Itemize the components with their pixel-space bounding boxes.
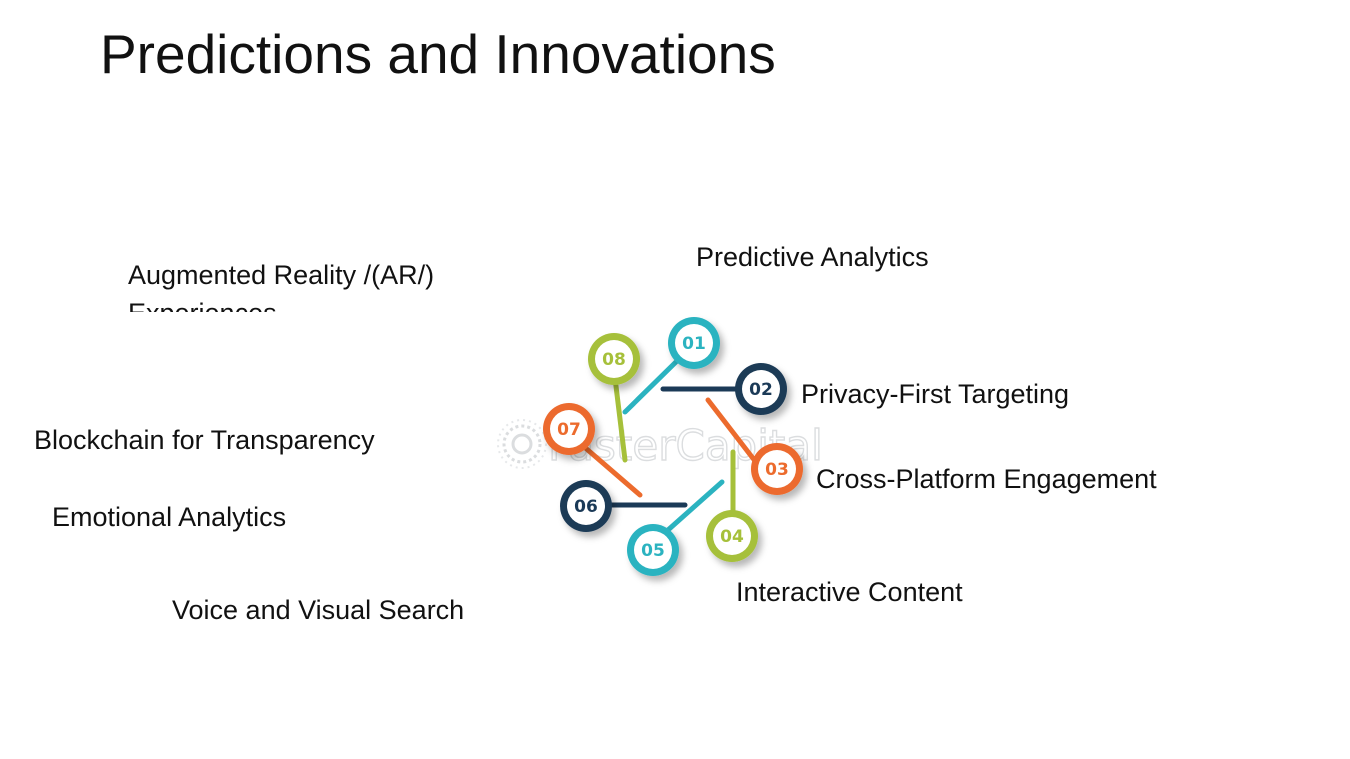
node-07: 07	[543, 403, 595, 455]
connector-01	[622, 355, 683, 415]
node-06: 06	[560, 480, 612, 532]
label-predictive-analytics: Predictive Analytics	[696, 242, 929, 272]
node-08-number: 08	[602, 350, 626, 370]
node-02: 02	[735, 363, 787, 415]
innovation-cycle-diagram: FasterCapital 01 02 03 04 05 06 07	[497, 317, 823, 576]
connector-05	[665, 479, 725, 533]
label-blockchain-transparency: Blockchain for Transparency	[34, 425, 375, 455]
gear-icon	[497, 419, 547, 469]
slide-title: Predictions and Innovations	[100, 23, 776, 85]
node-02-number: 02	[749, 380, 773, 400]
connector-08	[612, 375, 628, 463]
node-05: 05	[627, 524, 679, 576]
node-04: 04	[706, 510, 758, 562]
node-04-number: 04	[720, 527, 744, 547]
label-emotional-analytics: Emotional Analytics	[52, 502, 287, 532]
node-05-number: 05	[641, 541, 665, 561]
label-ar-experiences: Augmented Reality /(AR/) Experiences	[128, 260, 435, 312]
label-interactive-content: Interactive Content	[736, 577, 963, 607]
node-08: 08	[588, 333, 640, 385]
node-01-number: 01	[682, 334, 706, 354]
node-03-number: 03	[765, 460, 789, 480]
connector-03	[705, 397, 765, 473]
label-cross-platform-engagement: Cross-Platform Engagement	[816, 464, 1157, 494]
node-03: 03	[751, 443, 803, 495]
node-01: 01	[668, 317, 720, 369]
connector-07	[579, 442, 643, 498]
label-voice-visual-search: Voice and Visual Search	[172, 595, 465, 625]
node-06-number: 06	[574, 497, 598, 517]
node-07-number: 07	[557, 420, 581, 440]
label-privacy-first-targeting: Privacy-First Targeting	[801, 379, 1070, 409]
